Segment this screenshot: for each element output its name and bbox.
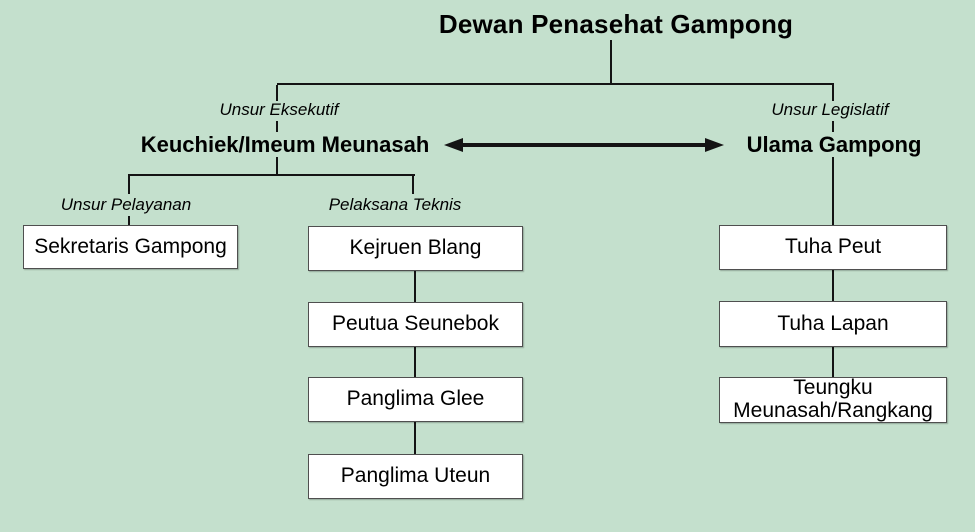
node-sekretaris-gampong: Sekretaris Gampong bbox=[23, 225, 238, 269]
label-unsur-pelayanan: Unsur Pelayanan bbox=[60, 195, 192, 214]
bidirectional-arrow-icon bbox=[444, 138, 724, 152]
chart-title: Dewan Penasehat Gampong bbox=[438, 9, 794, 39]
connector-top-split bbox=[277, 83, 834, 85]
connector-executive-split bbox=[128, 174, 415, 176]
node-teungku-meunasah-rangkang: Teungku Meunasah/Rangkang bbox=[719, 376, 947, 423]
label-unsur-legislatif: Unsur Legislatif bbox=[771, 100, 889, 119]
connector-legislative-tick bbox=[832, 121, 834, 132]
connector-mid-3 bbox=[414, 422, 416, 454]
connector-mid-2 bbox=[414, 347, 416, 377]
node-keuchiek-imeum-meunasah: Keuchiek/Imeum Meunasah bbox=[140, 132, 430, 157]
connector-title-drop bbox=[610, 40, 612, 84]
connector-mid-1 bbox=[414, 271, 416, 302]
connector-pelayanan-elbow bbox=[128, 176, 130, 194]
node-tuha-lapan: Tuha Lapan bbox=[719, 301, 947, 347]
node-tuha-peut: Tuha Peut bbox=[719, 225, 947, 270]
connector-pelayanan-tick bbox=[128, 216, 130, 225]
connector-right-2 bbox=[832, 347, 834, 377]
node-kejruen-blang: Kejruen Blang bbox=[308, 226, 523, 271]
connector-legislative-lower-drop bbox=[832, 157, 834, 225]
connector-executive-lower-drop bbox=[276, 157, 278, 175]
node-ulama-gampong: Ulama Gampong bbox=[746, 132, 922, 157]
node-panglima-uteun: Panglima Uteun bbox=[308, 454, 523, 499]
label-pelaksana-teknis: Pelaksana Teknis bbox=[328, 195, 462, 214]
connector-executive-tick bbox=[276, 121, 278, 132]
label-unsur-eksekutif: Unsur Eksekutif bbox=[219, 100, 339, 119]
connector-right-1 bbox=[832, 270, 834, 301]
connector-legislative-drop bbox=[832, 85, 834, 101]
node-peutua-seunebok: Peutua Seunebok bbox=[308, 302, 523, 347]
node-panglima-glee: Panglima Glee bbox=[308, 377, 523, 422]
connector-teknis-elbow bbox=[412, 176, 414, 194]
connector-executive-drop bbox=[276, 85, 278, 101]
